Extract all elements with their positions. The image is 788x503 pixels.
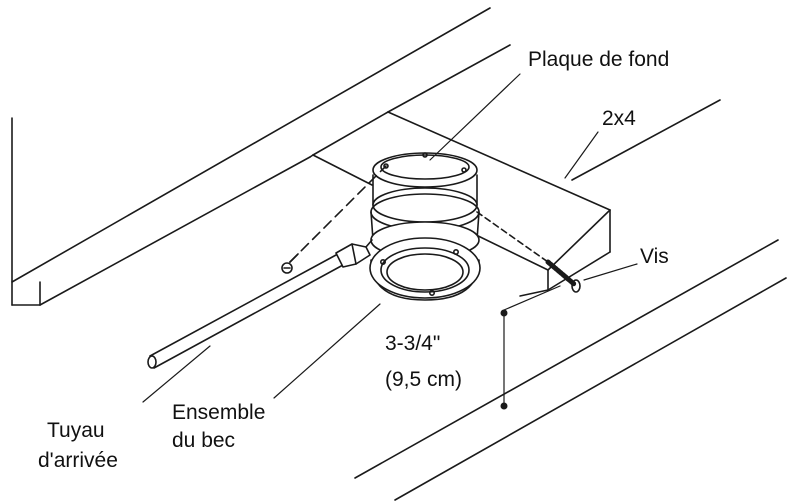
label-dimension-metric: (9,5 cm) — [385, 368, 463, 391]
left-screw — [281, 165, 387, 274]
label-screw: Vis — [640, 245, 669, 268]
lower-rail — [354, 239, 787, 501]
label-pipe-line2: d'arrivée — [38, 449, 118, 472]
label-spout-line2: du bec — [172, 429, 236, 452]
supply-pipe — [147, 239, 373, 369]
countertop-slab — [11, 7, 511, 306]
dimension-dots — [500, 309, 508, 410]
label-pipe-line1: Tuyau — [47, 419, 105, 442]
label-spout-line1: Ensemble — [172, 401, 266, 424]
label-base-plate: Plaque de fond — [528, 48, 670, 71]
dimension-marker — [503, 285, 561, 407]
label-dimension-imperial: 3-3/4" — [385, 332, 441, 355]
faucet-body — [369, 152, 481, 301]
right-screw — [476, 211, 581, 293]
label-2x4: 2x4 — [602, 107, 636, 130]
leader-lines — [142, 73, 638, 403]
wood-2x4-block — [312, 99, 721, 297]
